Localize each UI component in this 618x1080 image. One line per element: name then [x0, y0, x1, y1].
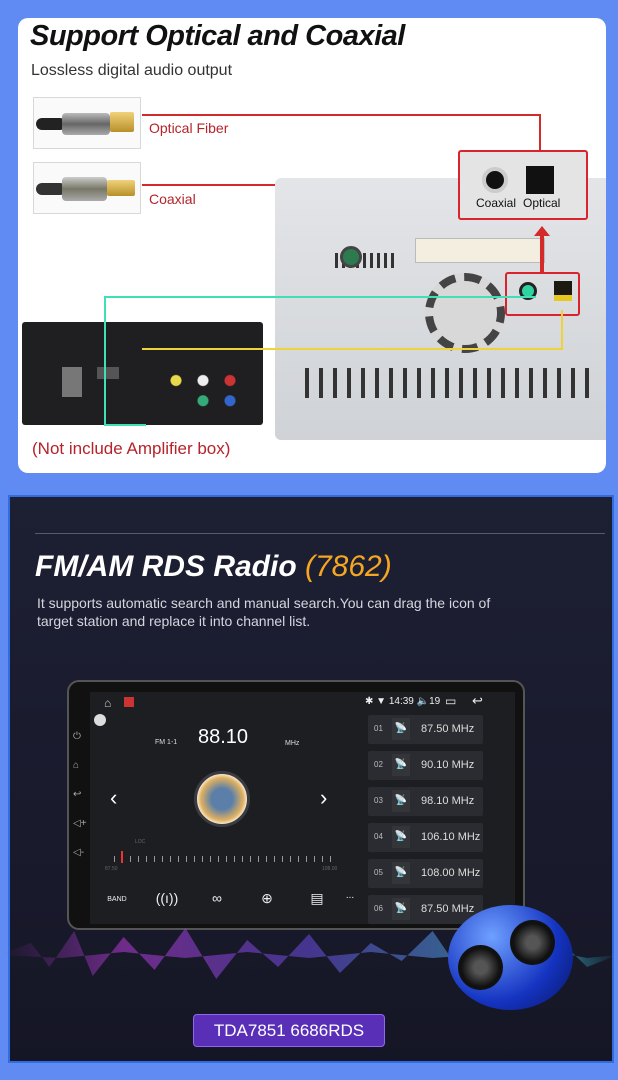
status-bar: ✱ ▼ 14:39 🔈19	[365, 696, 441, 707]
device-side-buttons[interactable]: ⏻⌂↩◁+◁-	[73, 731, 87, 858]
status-time: 14:39	[388, 696, 414, 707]
search-scan-icon[interactable]: ⊕	[261, 890, 273, 906]
port-highlight-box	[505, 272, 580, 316]
tuning-needle[interactable]	[120, 851, 123, 863]
scale-max: 108.00	[322, 866, 338, 872]
channel-item[interactable]: 01 📡 87.50 MHz	[368, 715, 483, 744]
channel-number: 05	[374, 868, 383, 877]
radio-title: FM/AM RDS Radio (7862)	[35, 550, 392, 584]
channel-number: 01	[374, 724, 383, 733]
port-callout-box	[458, 150, 588, 220]
channel-item[interactable]: 04 📡 106.10 MHz	[368, 823, 483, 852]
radio-description: It supports automatic search and manual …	[37, 595, 491, 629]
panel-subtitle: Lossless digital audio output	[31, 62, 233, 79]
floating-ball-icon[interactable]	[94, 714, 106, 726]
antenna-icon[interactable]: ((ı))	[155, 890, 179, 906]
channel-number: 03	[374, 796, 383, 805]
next-station-button[interactable]: ›	[320, 785, 328, 810]
optical-port-label: Optical	[523, 196, 561, 210]
panel-title: Support Optical and Coaxial	[30, 20, 405, 52]
stereo-icon[interactable]: ∞	[212, 890, 222, 906]
channel-item[interactable]: 03 📡 98.10 MHz	[368, 787, 483, 816]
radio-tower-icon: 📡	[392, 826, 410, 848]
channel-number: 04	[374, 832, 383, 841]
coaxial-port-label: Coaxial	[476, 196, 517, 210]
channel-frequency: 108.00 MHz	[421, 867, 481, 879]
optical-yellow-line-vertical	[561, 310, 563, 350]
channel-frequency: 87.50 MHz	[421, 723, 475, 735]
amplifier-box-image	[22, 322, 263, 425]
optical-connector-line-vertical	[539, 114, 541, 166]
coaxial-teal-line-vertical	[104, 296, 106, 426]
loc-label: LOC	[135, 839, 146, 845]
radio-tower-icon: 📡	[392, 718, 410, 740]
channel-frequency: 98.10 MHz	[421, 795, 475, 807]
speaker-graphic	[448, 905, 573, 1010]
app-icon[interactable]	[124, 697, 134, 707]
optical-connector-line	[142, 114, 540, 116]
channel-frequency: 106.10 MHz	[421, 831, 481, 843]
band-label: FM 1-1	[155, 739, 178, 746]
radio-tower-icon: 📡	[392, 898, 410, 920]
chip-badge: TDA7851 6686RDS	[193, 1014, 385, 1047]
coaxial-label: Coaxial	[149, 191, 196, 207]
recent-apps-icon[interactable]: ▭	[445, 694, 457, 708]
radio-tower-icon: 📡	[392, 790, 410, 812]
radio-title-text: FM/AM RDS Radio	[35, 550, 297, 583]
arrow-head-icon	[534, 226, 550, 236]
radio-tower-icon: 📡	[392, 862, 410, 884]
radio-model-number: (7862)	[305, 550, 392, 583]
coaxial-teal-line-bottom	[104, 424, 146, 426]
divider	[35, 533, 605, 534]
frequency-display: 88.10	[198, 726, 249, 748]
coaxial-cable-image	[33, 162, 141, 214]
arrow-up-icon	[540, 232, 544, 272]
more-button[interactable]: ...	[345, 890, 355, 901]
microphone-artwork	[194, 771, 250, 827]
coaxial-teal-line	[104, 296, 536, 298]
band-button[interactable]: BAND	[107, 896, 127, 903]
channel-item[interactable]: 02 📡 90.10 MHz	[368, 751, 483, 780]
channel-frequency: 90.10 MHz	[421, 759, 475, 771]
channel-number: 06	[374, 904, 383, 913]
optical-cable-image	[33, 97, 141, 149]
radio-tower-icon: 📡	[392, 754, 410, 776]
channel-item[interactable]: 06 📡 87.50 MHz	[368, 895, 483, 924]
status-volume: 19	[429, 696, 441, 707]
save-icon[interactable]: ▤	[310, 890, 324, 906]
back-icon[interactable]: ↩	[472, 693, 483, 708]
head-unit-rear-image	[275, 178, 606, 440]
optical-yellow-line	[142, 348, 562, 350]
amplifier-note: (Not include Amplifier box)	[32, 439, 231, 458]
scale-min: 87.50	[105, 866, 118, 872]
channel-number: 02	[374, 760, 383, 769]
channel-item[interactable]: 05 📡 108.00 MHz	[368, 859, 483, 888]
frequency-unit: MHz	[285, 740, 300, 747]
channel-frequency: 87.50 MHz	[421, 903, 475, 915]
optical-fiber-label: Optical Fiber	[149, 120, 229, 136]
home-icon[interactable]: ⌂	[104, 696, 112, 710]
prev-station-button[interactable]: ‹	[110, 785, 118, 810]
tuning-scale[interactable]	[114, 856, 336, 862]
